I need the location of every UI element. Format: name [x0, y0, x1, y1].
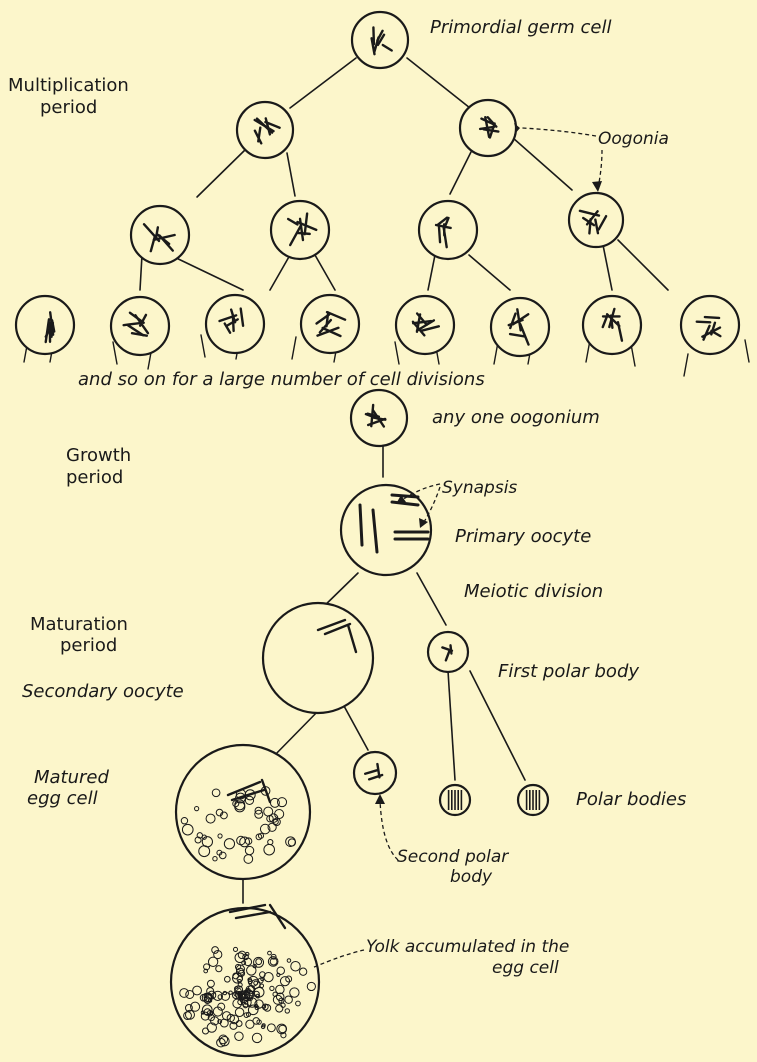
- connector-line: [290, 58, 356, 108]
- label-second-polar-body-l1: Second polar: [397, 848, 508, 868]
- lineage-tail: [745, 340, 749, 362]
- connector-line: [315, 255, 335, 290]
- oogonia-pointer-arrow: [514, 123, 596, 136]
- connector-line: [197, 148, 247, 197]
- label-polar-bodies: Polar bodies: [576, 790, 686, 811]
- connector-line: [448, 671, 455, 780]
- primordial-germ-cell: [352, 12, 408, 68]
- lineage-tail: [684, 354, 688, 376]
- connector-line: [469, 255, 510, 290]
- oogonium-gen2-1: [131, 206, 189, 264]
- matured-egg-cell: [176, 745, 310, 879]
- label-multiplication-period-l2: period: [40, 98, 97, 119]
- label-secondary-oocyte: Secondary oocyte: [22, 682, 184, 703]
- label-oogonia: Oogonia: [598, 130, 669, 150]
- label-growth-period-l1: Growth: [66, 446, 131, 467]
- label-yolk-l1: Yolk accumulated in the: [366, 938, 569, 958]
- label-yolk-l2: egg cell: [492, 959, 559, 979]
- oogonia-arrowhead: [592, 181, 602, 192]
- label-synapsis: Synapsis: [442, 479, 517, 499]
- second-polar-pointer-arrow: [380, 800, 398, 860]
- connector-line: [270, 706, 323, 760]
- oogonium-gen3-5: [396, 296, 454, 354]
- label-matured-egg-cell-l2: egg cell: [27, 789, 98, 810]
- yolk-pointer-arrow: [312, 950, 364, 968]
- connector-line: [287, 153, 295, 196]
- connector-line: [450, 152, 471, 194]
- label-first-polar-body: First polar body: [498, 662, 639, 683]
- polar-body-1: [440, 785, 470, 815]
- oogonium-gen3-3: [206, 295, 264, 353]
- label-meiotic-division: Meiotic division: [464, 582, 603, 603]
- yolk-egg-cell: [171, 905, 319, 1056]
- lineage-tail: [201, 335, 205, 357]
- oogonium-gen2-3: [419, 201, 477, 259]
- lineage-tail: [292, 337, 296, 359]
- polar-body-2: [518, 785, 548, 815]
- first-polar-body: [428, 632, 468, 672]
- oogonium-gen3-1: [16, 296, 74, 354]
- connector-line: [618, 240, 668, 290]
- oogonium-gen1-right: [460, 100, 516, 156]
- connector-line: [428, 255, 435, 290]
- lineage-tail: [113, 342, 117, 364]
- oogonium-gen2-2: [271, 201, 329, 259]
- connector-line: [417, 573, 446, 625]
- connector-line: [140, 255, 142, 290]
- label-maturation-period-l1: Maturation: [30, 615, 128, 636]
- oogonium-gen3-7: [583, 296, 641, 354]
- label-maturation-period-l2: period: [60, 636, 117, 657]
- label-second-polar-body-l2: body: [450, 868, 492, 888]
- connector-line: [170, 255, 243, 290]
- oogonium-gen2-4: [569, 193, 623, 247]
- oogonium-gen1-left: [237, 102, 293, 158]
- label-any-one-oogonium: any one oogonium: [432, 408, 600, 429]
- lineage-tail: [395, 342, 399, 364]
- label-and-so-on: and so on for a large number of cell div…: [78, 370, 485, 391]
- any-one-oogonium: [351, 390, 407, 446]
- oogonium-gen3-6: [491, 298, 549, 356]
- connector-line: [602, 240, 612, 290]
- label-growth-period-l2: period: [66, 468, 123, 489]
- secondary-oocyte: [263, 603, 373, 713]
- connector-line: [344, 706, 368, 750]
- primary-oocyte: [341, 485, 431, 575]
- oogonium-gen3-2: [111, 297, 169, 355]
- second-polar-body: [354, 752, 396, 794]
- label-multiplication-period-l1: Multiplication: [8, 76, 129, 97]
- oogonium-gen3-4: [301, 295, 359, 353]
- connector-line: [407, 58, 470, 108]
- connector-line: [270, 255, 290, 290]
- label-matured-egg-cell-l1: Matured: [34, 768, 109, 789]
- connector-line: [470, 671, 525, 780]
- oogonium-gen3-8: [681, 296, 739, 354]
- label-primary-oocyte: Primary oocyte: [455, 527, 591, 548]
- label-primordial-germ-cell: Primordial germ cell: [430, 18, 612, 39]
- second-polar-arrowhead: [375, 794, 385, 804]
